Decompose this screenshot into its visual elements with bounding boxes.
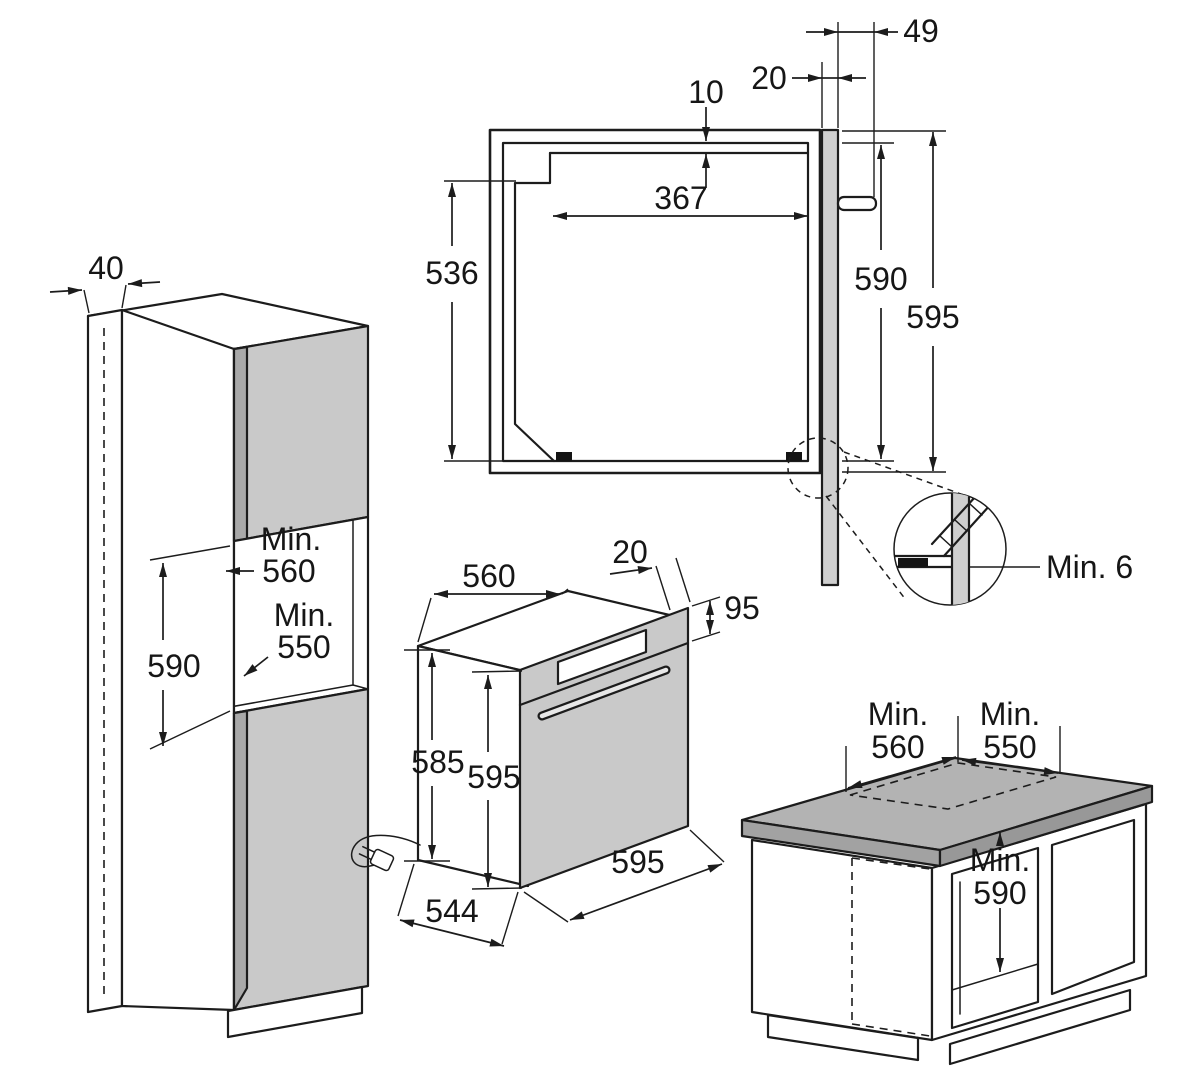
tc-min-label-2: Min. <box>274 597 334 633</box>
tc-560-label: 560 <box>262 553 315 589</box>
dimension-544: 544 <box>397 863 519 947</box>
tc-550-label: 550 <box>277 629 330 665</box>
dimension-min-590-base: Min. 590 <box>970 832 1030 972</box>
dimension-595-height: 595 <box>467 670 523 890</box>
oven-595-width-label: 595 <box>611 844 664 880</box>
niche-inner-frame <box>501 141 810 463</box>
oven-display <box>556 628 648 686</box>
niche-vent-step <box>513 151 810 463</box>
dimension-10: 10 <box>688 74 724 188</box>
tall-cabinet: 40 Min. 560 Min. 550 590 <box>49 250 370 1039</box>
dimension-20-oven: 20 <box>609 534 691 611</box>
dimension-min-550: Min. 550 <box>243 597 334 677</box>
base-plinth-front <box>948 988 1132 1066</box>
lower-door <box>232 687 370 1012</box>
bc-min-label-1: Min. <box>868 696 928 732</box>
socket-bracket <box>836 195 878 212</box>
oven: 560 20 95 585 595 <box>350 534 760 947</box>
base-cabinet-side <box>750 838 934 1042</box>
base-cabinet: Min. 560 Min. 550 Min. 590 <box>740 696 1154 1066</box>
tall-cabinet-front-edge <box>86 308 124 1014</box>
dim-10-label: 10 <box>688 74 724 110</box>
dim-20-gap-label: 20 <box>751 60 787 96</box>
tc-min-label-1: Min. <box>261 521 321 557</box>
upper-door <box>232 324 370 543</box>
tall-cabinet-plinth <box>226 985 364 1039</box>
oven-handle <box>537 665 671 721</box>
dim-40-label: 40 <box>88 250 124 286</box>
dimension-367: 367 <box>553 180 808 220</box>
base-plinth-left <box>766 1013 920 1062</box>
min6-label: Min. 6 <box>1046 549 1133 585</box>
oven-595-height-label: 595 <box>467 759 520 795</box>
bc-560-label: 560 <box>871 729 924 765</box>
dimension-95: 95 <box>691 590 760 642</box>
control-panel-line <box>518 641 690 707</box>
dim-49-label: 49 <box>903 13 939 49</box>
dim-590-niche-label: 590 <box>854 261 907 297</box>
oven-20-label: 20 <box>612 534 648 570</box>
lower-door-edge <box>232 709 249 1012</box>
upper-door-edge <box>232 345 249 543</box>
dimension-585: 585 <box>404 649 465 862</box>
dimension-560-oven: 560 <box>417 558 569 643</box>
oven-560-label: 560 <box>462 558 515 594</box>
dimension-536: 536 <box>425 180 516 462</box>
dimension-590-tall: 590 <box>147 545 231 750</box>
bc-min-label-3: Min. <box>970 842 1030 878</box>
niche-front-view: 49 20 10 367 536 <box>425 13 960 587</box>
base-niche-shelf <box>951 963 1039 991</box>
detail-seal <box>898 558 928 567</box>
dimension-min-560-base: Min. 560 <box>845 696 959 792</box>
oven-95-label: 95 <box>724 590 760 626</box>
countertop-right-edge <box>938 784 1154 868</box>
oven-585-label: 585 <box>411 744 464 780</box>
dimension-595-width: 595 <box>523 829 725 923</box>
dimension-590-niche: 590 <box>842 142 908 462</box>
dimension-min-560: Min. 560 <box>226 521 321 589</box>
dimension-595-outer: 595 <box>842 130 960 473</box>
dim-595-outer-label: 595 <box>906 299 959 335</box>
dimension-min-550-base: Min. 550 <box>961 696 1061 776</box>
niche-support-right <box>786 452 802 461</box>
side-panel <box>820 128 840 587</box>
dim-536-label: 536 <box>425 255 478 291</box>
bc-550-label: 550 <box>983 729 1036 765</box>
base-right-bay <box>1050 818 1136 996</box>
detail-callout: Min. 6 <box>787 437 1133 606</box>
dim-367-label: 367 <box>654 180 707 216</box>
bc-min-label-2: Min. <box>980 696 1040 732</box>
power-cord <box>350 834 421 872</box>
tc-590-label: 590 <box>147 648 200 684</box>
power-plug <box>358 845 395 872</box>
detail-source-circle <box>787 437 849 499</box>
oven-544-label: 544 <box>425 893 478 929</box>
niche-support-left <box>556 452 572 461</box>
dimension-20-panel: 20 <box>751 60 866 128</box>
bc-590-label: 590 <box>973 875 1026 911</box>
dimension-40: 40 <box>49 250 161 314</box>
